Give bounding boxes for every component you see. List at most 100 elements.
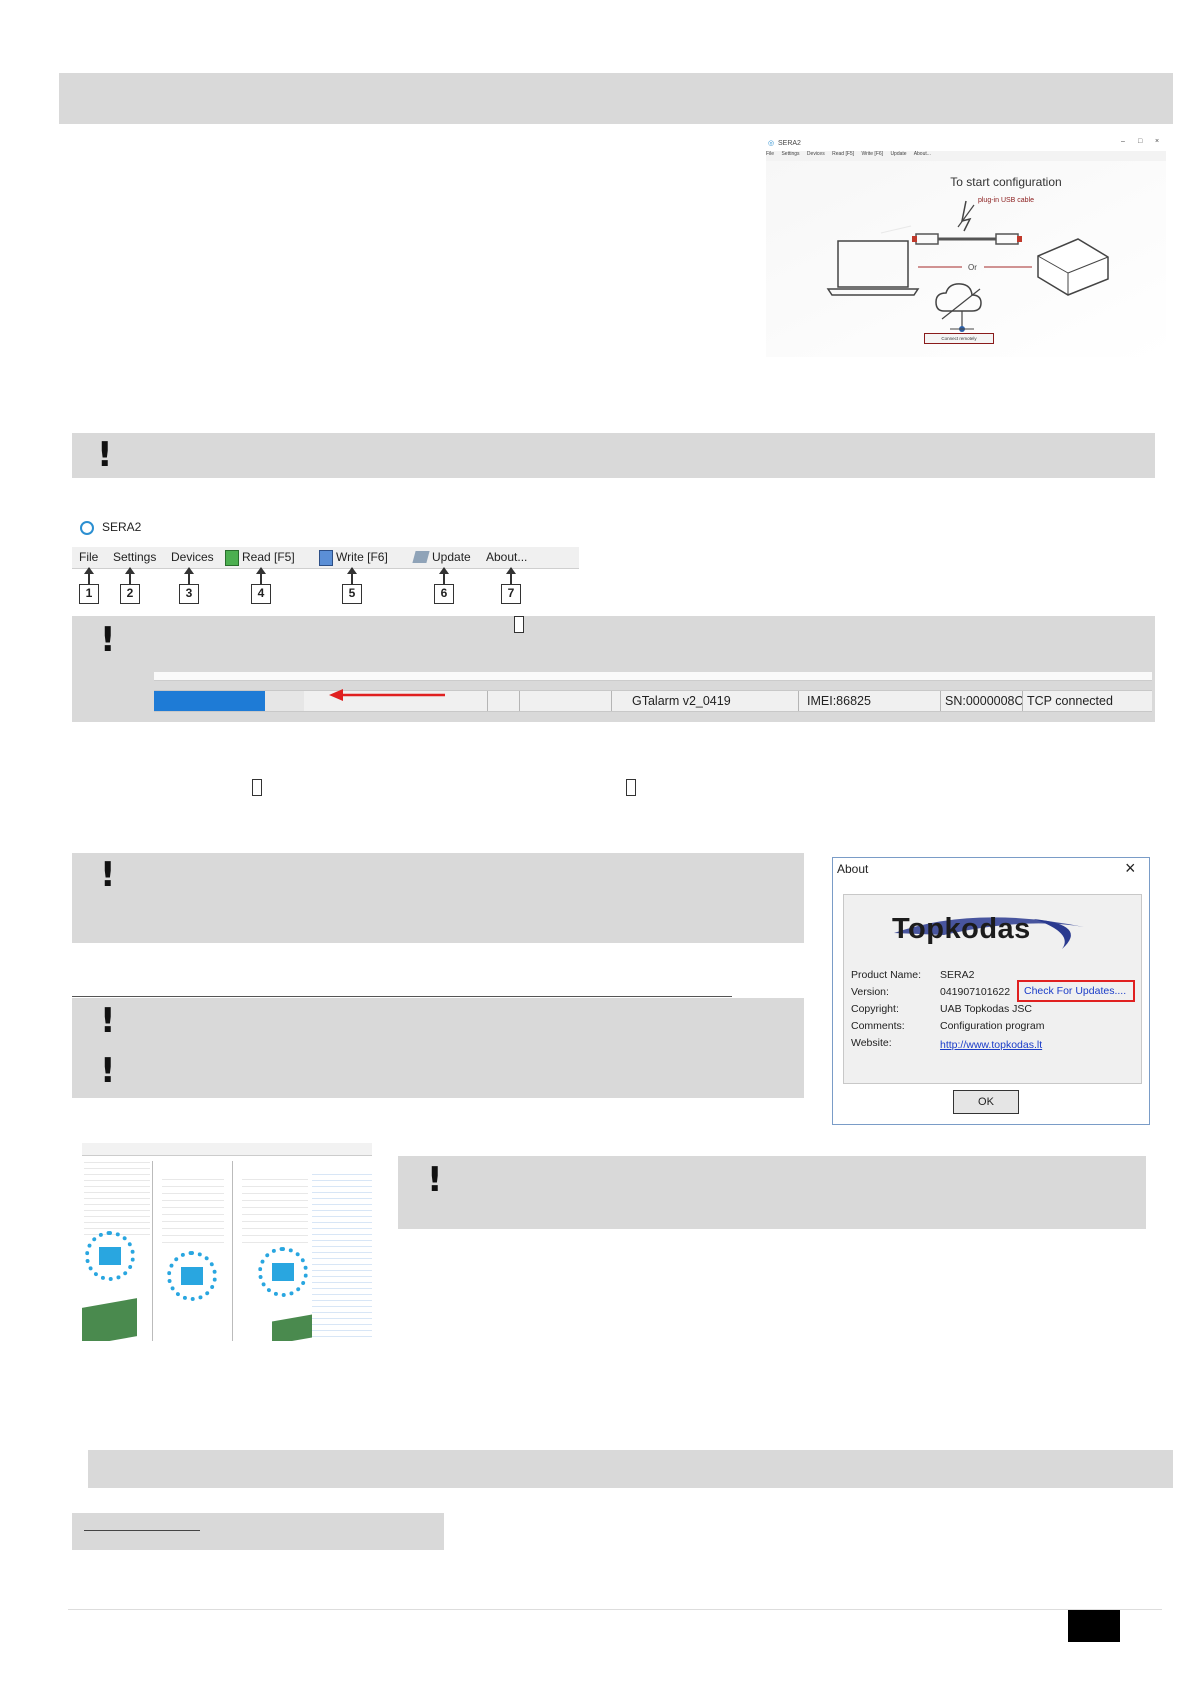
divider-line <box>72 996 732 997</box>
value-product-name: SERA2 <box>940 969 975 981</box>
connect-remotely-button[interactable]: Connect remotely <box>924 333 994 344</box>
or-label: Or <box>968 263 977 272</box>
missing-glyph <box>252 779 262 796</box>
collage-menubar <box>82 1143 372 1156</box>
underline-rule <box>84 1530 200 1531</box>
callout-number-4: 4 <box>251 584 271 604</box>
window-title: SERA2 <box>778 140 801 147</box>
pointer-arrow <box>184 567 194 584</box>
write-icon <box>319 550 333 566</box>
toolbar-update[interactable]: Update <box>432 550 471 564</box>
menu-file[interactable]: File <box>766 151 775 157</box>
sera2-app-icon <box>80 521 94 535</box>
exclamation-icon: ! <box>97 435 113 475</box>
read-icon <box>225 550 239 566</box>
status-imei: IMEI:86825 <box>798 691 940 711</box>
callout-number-6: 6 <box>434 584 454 604</box>
circuit-board-image <box>272 1314 312 1341</box>
brand-name: Topkodas <box>892 913 1031 945</box>
callout-number-3: 3 <box>179 584 199 604</box>
toolbar-menubar: File Settings Devices Read [F5] Write [F… <box>72 547 579 569</box>
pointer-arrow <box>439 567 449 584</box>
exclamation-icon: ! <box>100 1051 116 1091</box>
collage-divider <box>232 1161 233 1341</box>
app-title: SERA2 <box>102 520 142 534</box>
callout-number-5: 5 <box>342 584 362 604</box>
label-version: Version: <box>851 986 889 998</box>
status-cell-empty <box>487 691 519 711</box>
callout-number-7: 7 <box>501 584 521 604</box>
pointer-arrow <box>256 567 266 584</box>
menu-write[interactable]: Write [F6] <box>861 151 884 157</box>
exclamation-icon: ! <box>100 1001 116 1041</box>
subsection-label-box <box>72 1513 444 1550</box>
missing-glyph <box>514 616 524 633</box>
progress-track <box>154 691 304 711</box>
pointer-arrow <box>125 567 135 584</box>
app-icon: ◎ <box>768 140 775 147</box>
close-icon[interactable]: × <box>1155 138 1160 145</box>
pointer-arrow <box>506 567 516 584</box>
note-bar-3 <box>72 853 804 943</box>
house-icon <box>181 1267 203 1285</box>
house-icon <box>99 1247 121 1265</box>
window-titlebar: ◎ SERA2 – □ × <box>766 137 1166 151</box>
smart-home-logo <box>167 1251 217 1301</box>
close-icon[interactable]: × <box>1125 858 1136 878</box>
collage-tree <box>242 1173 308 1243</box>
minimize-icon[interactable]: – <box>1121 138 1125 145</box>
toolbar-about[interactable]: About... <box>486 550 528 564</box>
check-for-updates-link[interactable]: Check For Updates.... <box>1017 980 1135 1002</box>
exclamation-icon: ! <box>427 1160 443 1200</box>
page-number-box <box>1068 1610 1120 1642</box>
smart-home-logo <box>258 1247 308 1297</box>
label-product-name: Product Name: <box>851 969 922 981</box>
status-sn: SN:0000008C <box>940 691 1022 711</box>
progress-fill <box>154 691 265 711</box>
toolbar-write[interactable]: Write [F6] <box>336 550 388 564</box>
value-copyright: UAB Topkodas JSC <box>940 1003 1033 1015</box>
usb-cable-label: plug-in USB cable <box>977 197 1035 204</box>
status-upper-strip <box>154 672 1152 681</box>
about-dialog: About × Topkodas Product Name: Version: … <box>832 857 1150 1125</box>
exclamation-icon: ! <box>100 620 116 660</box>
circuit-board-image <box>82 1298 137 1341</box>
collage-tree <box>84 1157 150 1237</box>
callout-number-2: 2 <box>120 584 140 604</box>
smart-home-logo <box>85 1231 135 1281</box>
toolbar-settings[interactable]: Settings <box>113 550 157 564</box>
toolbar-devices[interactable]: Devices <box>171 550 214 564</box>
about-frame: Topkodas Product Name: Version: Copyrigh… <box>843 894 1142 1084</box>
status-connection: TCP connected <box>1022 691 1152 711</box>
note-bar-1 <box>72 433 1155 478</box>
status-bar: GTalarm v2_0419 IMEI:86825 SN:0000008C T… <box>154 690 1152 712</box>
ok-button[interactable]: OK <box>953 1090 1019 1114</box>
sera2-start-screenshot: ◎ SERA2 – □ × File Settings Devices Read… <box>766 137 1166 357</box>
pointer-arrow <box>84 567 94 584</box>
toolbar-read[interactable]: Read [F5] <box>242 550 295 564</box>
value-comments: Configuration program <box>940 1020 1045 1032</box>
label-copyright: Copyright: <box>851 1003 899 1015</box>
toolbar-file[interactable]: File <box>79 550 99 564</box>
missing-glyph <box>626 779 636 796</box>
maximize-icon[interactable]: □ <box>1138 138 1143 145</box>
menu-settings[interactable]: Settings <box>781 151 800 157</box>
collage-divider <box>152 1161 153 1341</box>
sera2-windows-collage <box>82 1143 372 1341</box>
footer-line <box>68 1609 1162 1610</box>
note-bar-4 <box>72 998 804 1098</box>
collage-list <box>312 1169 372 1341</box>
pointer-arrow <box>347 567 357 584</box>
collage-tree <box>162 1173 224 1243</box>
menu-about[interactable]: About... <box>913 151 931 157</box>
menu-update[interactable]: Update <box>890 151 907 157</box>
section-header-bar <box>59 73 1173 124</box>
start-heading: To start configuration <box>950 175 1062 189</box>
section-header-bar-2 <box>88 1450 1173 1488</box>
red-arrow-icon <box>329 689 445 701</box>
menu-devices[interactable]: Devices <box>806 151 825 157</box>
website-link[interactable]: http://www.topkodas.lt <box>940 1039 1043 1051</box>
label-website: Website: <box>851 1037 892 1049</box>
status-cell-empty <box>519 691 611 711</box>
menu-read[interactable]: Read [F5] <box>832 151 855 157</box>
